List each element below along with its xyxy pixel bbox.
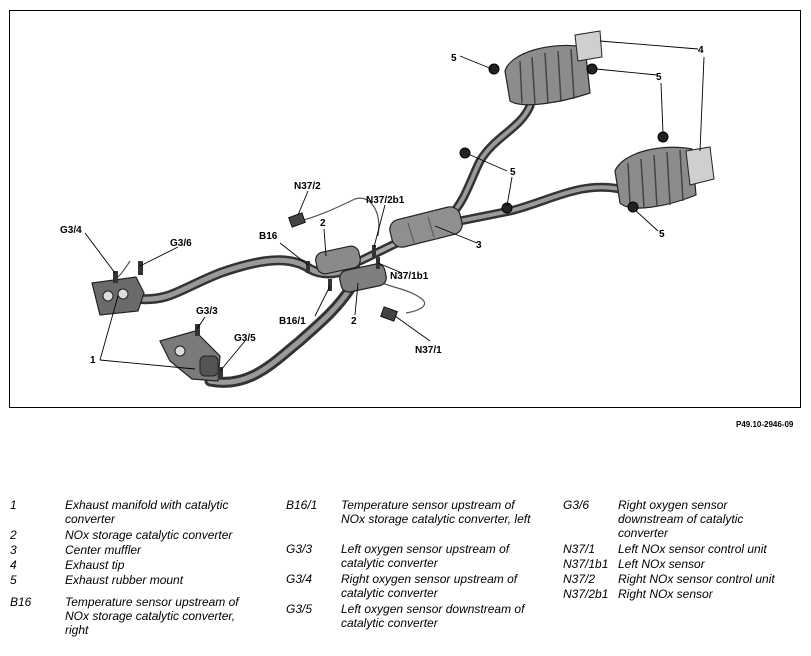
oxygen-sensor-g3-6: [138, 261, 143, 275]
rear-muffler-upper: [504, 44, 591, 106]
temperature-sensor-b16: [306, 261, 310, 273]
legend-text: Temperature sensor upstream of NOx stora…: [65, 595, 239, 637]
legend-item: 5 Exhaust rubber mount: [10, 573, 270, 595]
legend-key: 5: [10, 573, 17, 587]
nox-storage-catalytic-converter-upper: [315, 245, 361, 275]
nox-sensor-n37-2b1: [372, 245, 376, 257]
callout-3: 3: [476, 240, 482, 251]
legend-key: G3/5: [286, 602, 313, 616]
temperature-sensor-b16-1: [328, 279, 332, 291]
legend-key: 2: [10, 528, 17, 542]
oxygen-sensor-g3-4: [113, 271, 118, 283]
nox-sensor-control-unit-right: [288, 212, 306, 228]
callout-b16-1: B16/1: [279, 316, 306, 327]
legend-column-2: B16/1 Temperature sensor upstream of NOx…: [286, 498, 546, 632]
nox-sensor-control-unit-left: [380, 306, 398, 322]
rear-muffler-lower: [614, 146, 697, 209]
legend-item: G3/5 Left oxygen sensor downstream of ca…: [286, 602, 546, 632]
callout-4: 4: [698, 45, 704, 56]
legend-text: Center muffler: [65, 543, 142, 557]
rubber-mount-1: [488, 63, 500, 75]
callout-5-d: 5: [659, 229, 665, 240]
pipe-lower: [204, 283, 356, 388]
legend-item: 2 NOx storage catalytic converter: [10, 528, 270, 543]
legend-text: Exhaust manifold with catalytic converte…: [65, 498, 229, 526]
legend: 1 Exhaust manifold with catalytic conver…: [0, 498, 811, 656]
center-muffler: [389, 206, 463, 248]
rubber-mount-3: [657, 131, 669, 143]
legend-key: 4: [10, 558, 17, 572]
rubber-mount-5: [501, 202, 513, 214]
legend-item: 1 Exhaust manifold with catalytic conver…: [10, 498, 270, 528]
figure-reference: P49.10-2946-09: [736, 420, 794, 429]
exhaust-tip-upper: [574, 30, 603, 62]
exhaust-tip-lower: [685, 146, 715, 186]
legend-text: Temperature sensor upstream of NOx stora…: [341, 498, 531, 526]
legend-key: N37/1b1: [563, 557, 609, 571]
legend-key: B16/1: [286, 498, 318, 512]
legend-text: Exhaust tip: [65, 558, 125, 572]
legend-item: N37/2 Right NOx sensor control unit: [563, 572, 803, 587]
legend-text: Exhaust rubber mount: [65, 573, 184, 587]
legend-item: N37/1 Left NOx sensor control unit: [563, 542, 803, 557]
legend-item: N37/1b1 Left NOx sensor: [563, 557, 803, 572]
callout-b16: B16: [259, 231, 278, 242]
callout-n37-2b1: N37/2b1: [366, 195, 405, 206]
nox-storage-catalytic-converter-lower: [339, 263, 387, 293]
callout-2-lower: 2: [351, 316, 357, 327]
oxygen-sensor-g3-5: [218, 367, 223, 379]
callout-n37-1: N37/1: [415, 345, 442, 356]
legend-key: G3/3: [286, 542, 313, 556]
legend-key: B16: [10, 595, 32, 609]
callout-g3-4: G3/4: [60, 225, 82, 236]
callout-g3-6: G3/6: [170, 238, 192, 249]
legend-text: Left oxygen sensor upstream of catalytic…: [341, 542, 510, 570]
legend-key: N37/2b1: [563, 587, 609, 601]
oxygen-sensor-g3-3: [195, 324, 200, 336]
rubber-mount-4: [459, 147, 471, 159]
legend-key: 1: [10, 498, 17, 512]
legend-text: Left NOx sensor: [618, 557, 705, 571]
legend-key: G3/6: [563, 498, 590, 512]
legend-item: 3 Center muffler: [10, 543, 270, 558]
legend-item: G3/3 Left oxygen sensor upstream of cata…: [286, 542, 546, 572]
legend-text: Right NOx sensor: [618, 587, 713, 601]
legend-column-3: G3/6 Right oxygen sensor downstream of c…: [563, 498, 803, 602]
legend-key: N37/1: [563, 542, 596, 556]
exhaust-system-figure: 1 2 2 3 4 5 5 5 5 5 B16 B16/1 G3/3 G3/4 …: [9, 10, 801, 408]
legend-column-1: 1 Exhaust manifold with catalytic conver…: [10, 498, 270, 639]
legend-key: N37/2: [563, 572, 596, 586]
legend-key: G3/4: [286, 572, 313, 586]
callout-n37-2: N37/2: [294, 181, 321, 192]
legend-text: NOx storage catalytic converter: [65, 528, 233, 542]
legend-text: Right NOx sensor control unit: [618, 572, 775, 586]
callout-g3-3: G3/3: [196, 306, 218, 317]
legend-text: Left NOx sensor control unit: [618, 542, 767, 556]
exhaust-system-drawing: 1 2 2 3 4 5 5 5 5 5 B16 B16/1 G3/3 G3/4 …: [60, 30, 715, 388]
legend-text: Right oxygen sensor upstream of catalyti…: [341, 572, 518, 600]
legend-item: G3/4 Right oxygen sensor upstream of cat…: [286, 572, 546, 602]
legend-item: N37/2b1 Right NOx sensor: [563, 587, 803, 602]
exhaust-manifold-left: [159, 330, 221, 382]
callout-1: 1: [90, 355, 96, 366]
callout-2-upper: 2: [320, 218, 326, 229]
legend-item: G3/6 Right oxygen sensor downstream of c…: [563, 498, 803, 542]
legend-item: B16/1 Temperature sensor upstream of NOx…: [286, 498, 546, 542]
legend-text: Right oxygen sensor downstream of cataly…: [618, 498, 744, 540]
legend-key: 3: [10, 543, 17, 557]
legend-item: B16 Temperature sensor upstream of NOx s…: [10, 595, 270, 639]
callout-5-b: 5: [656, 72, 662, 83]
callout-5-c: 5: [510, 167, 516, 178]
callout-n37-1b1: N37/1b1: [390, 271, 429, 282]
legend-text: Left oxygen sensor downstream of catalyt…: [341, 602, 525, 630]
rubber-mount-2: [586, 63, 598, 75]
legend-item: 4 Exhaust tip: [10, 558, 270, 573]
callout-5-a: 5: [451, 53, 457, 64]
rubber-mount-6: [627, 201, 639, 213]
callout-g3-5: G3/5: [234, 333, 256, 344]
